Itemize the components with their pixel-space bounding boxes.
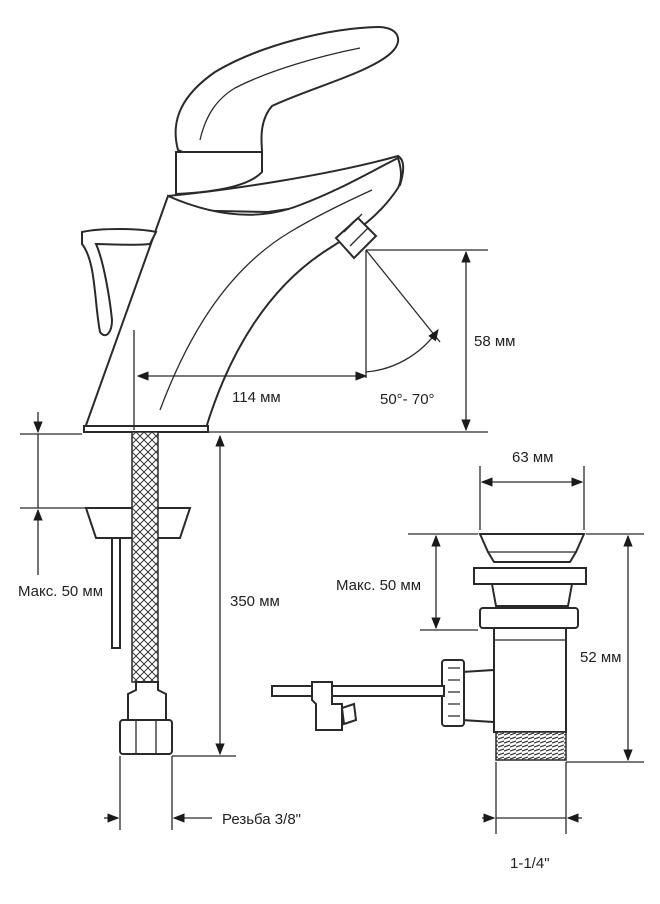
label-spout-reach: 114 мм	[232, 389, 281, 406]
hose-nut	[119, 719, 173, 755]
faucet-body	[83, 156, 402, 429]
faucet	[81, 25, 405, 433]
label-hose-length: 350 мм	[230, 593, 280, 610]
label-max-thickness-right: Макс. 50 мм	[336, 577, 421, 594]
drain-popup	[271, 533, 587, 761]
drain-gasket	[473, 567, 587, 585]
label-spray-angle: 50°- 70°	[380, 391, 435, 408]
popup-rod	[111, 537, 121, 649]
dimension-labels: 114 мм 58 мм 50°- 70° Макс. 50 мм 350 мм…	[18, 333, 621, 872]
drain-rod-clip	[311, 681, 343, 731]
dimension-lines	[20, 249, 644, 834]
hose-fitting	[127, 681, 167, 721]
label-spout-height: 58 мм	[474, 333, 515, 350]
label-thread-left: Резьба 3/8"	[222, 811, 301, 828]
under-sink-assembly	[84, 431, 192, 755]
label-drain-width: 63 мм	[512, 449, 553, 466]
label-drain-thread: 1-1/4"	[510, 855, 550, 872]
faucet-base	[83, 425, 209, 433]
drain-body	[493, 627, 567, 733]
faucet-lever-handle	[174, 25, 400, 159]
label-drain-height: 52 мм	[580, 649, 621, 666]
popup-rod-knob	[81, 228, 158, 337]
drain-threaded-tail	[495, 731, 567, 761]
drain-pivot-rod	[271, 685, 445, 697]
flexible-hose	[131, 431, 159, 683]
drain-collar-nut	[479, 607, 579, 629]
drain-flange	[478, 533, 586, 563]
drain-side-port	[461, 668, 495, 724]
label-max-thickness-left: Макс. 50 мм	[18, 583, 103, 600]
